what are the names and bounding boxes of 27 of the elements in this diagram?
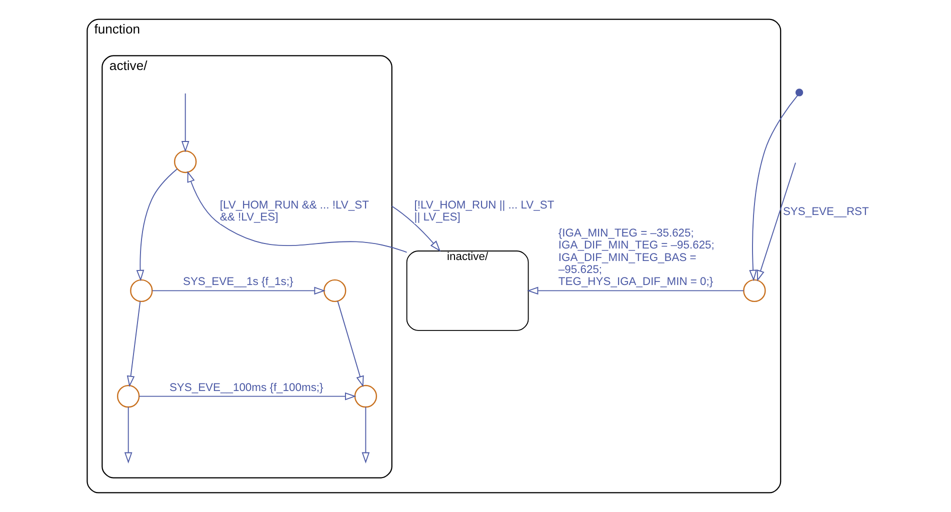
arrow [138, 392, 356, 400]
arrow [181, 93, 190, 152]
arrow [526, 286, 744, 295]
arrow [126, 301, 141, 387]
arrow [362, 406, 370, 464]
node-circle [354, 384, 378, 408]
arrow [136, 168, 178, 282]
arrow [756, 162, 796, 282]
arrow [152, 286, 326, 295]
arrow [187, 171, 408, 253]
arrow [124, 406, 132, 464]
arrow [749, 94, 798, 282]
node-circle [174, 150, 197, 174]
edge-label: SYS_EVE__RST [782, 206, 869, 218]
node-circle [130, 279, 153, 302]
node-box: inactive/ [406, 250, 529, 331]
edge-label: SYS_EVE__1s {f_1s;} [183, 276, 294, 288]
node-circle [743, 279, 766, 302]
arrow [337, 300, 364, 388]
edge-label: {IGA_MIN_TEG = –35.625; IGA_DIF_MIN_TEG = –95.625; IGA_DIF_MIN_TEG_BAS = –95.625; TEG_HYS_IGA_DIF_MIN = 0;} [558, 228, 714, 288]
edge-label: [!LV_HOM_RUN || ... LV_ST || LV_ES] [414, 200, 554, 224]
edge-label: SYS_EVE__100ms {f_100ms;} [169, 382, 324, 394]
arrow [391, 206, 441, 252]
node-circle [324, 279, 346, 302]
node-dot [795, 88, 804, 96]
edge-label: [LV_HOM_RUN && ... !LV_ST && !LV_ES] [220, 200, 369, 224]
node-circle [116, 384, 140, 408]
